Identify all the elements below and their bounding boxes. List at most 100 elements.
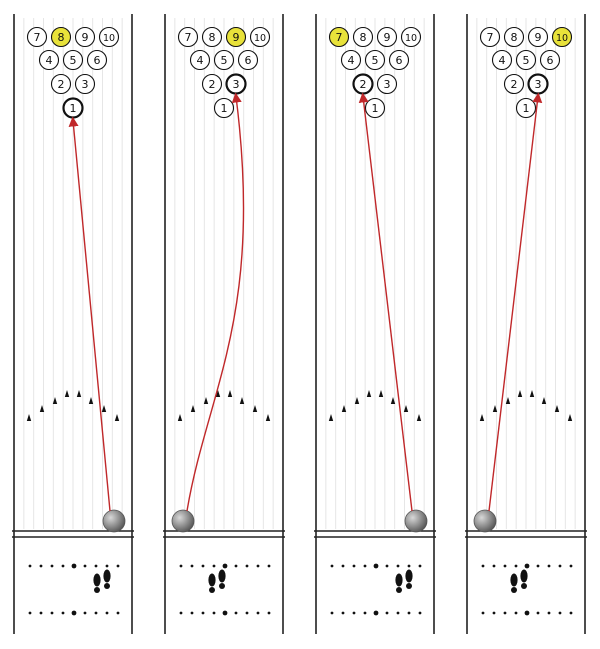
pin-label: 5 [70, 54, 77, 67]
pin-6 [539, 49, 561, 71]
approach-dot [547, 564, 551, 568]
pin-8 [201, 26, 223, 48]
pin-label: 2 [209, 78, 216, 91]
approach-dot [39, 564, 43, 568]
ball-path-arrow [186, 92, 245, 512]
footprint-heel [219, 583, 225, 589]
lane-target-arrow [416, 414, 422, 421]
bowling-ball [102, 509, 126, 533]
approach-dot [105, 564, 109, 568]
approach-dot [514, 564, 518, 568]
approach-dot [418, 564, 422, 568]
pin-label: 7 [34, 31, 41, 44]
approach-dot [492, 611, 496, 615]
footprint-heel [396, 587, 402, 593]
pin-label: 8 [511, 31, 518, 44]
approach-dot [481, 611, 485, 615]
approach-dot [503, 611, 507, 615]
pin-label: 10 [556, 33, 568, 44]
footprint-sole [395, 573, 403, 587]
lane-target-arrow [52, 397, 58, 404]
lane-target-arrow [529, 390, 535, 397]
pin-label: 8 [209, 31, 216, 44]
pin-9 [376, 26, 398, 48]
approach-dot [569, 611, 573, 615]
approach-dot [256, 611, 260, 615]
pin-label: 10 [405, 33, 417, 44]
pin-label: 10 [103, 33, 115, 44]
lane-target-arrow [341, 405, 347, 412]
pin-3 [74, 73, 96, 95]
approach-dot [352, 564, 356, 568]
pin-label: 3 [384, 78, 391, 91]
pin-2 [201, 73, 223, 95]
approach-dot [341, 564, 345, 568]
pin-label: 5 [523, 54, 530, 67]
lane-target-arrow [88, 397, 94, 404]
approach-dot [547, 611, 551, 615]
pin-label: 3 [535, 78, 542, 91]
lane-target-arrow [76, 390, 82, 397]
footprint-sole [520, 569, 528, 583]
approach-dot [61, 564, 65, 568]
lane-target-arrow [64, 390, 70, 397]
pin-4 [491, 49, 513, 71]
lane-target-arrow [567, 414, 573, 421]
approach-dot [28, 564, 32, 568]
pin-label: 9 [82, 31, 89, 44]
pin-5 [364, 49, 386, 71]
approach-dot [245, 611, 249, 615]
footprint-heel [209, 587, 215, 593]
pin-10 [249, 26, 271, 48]
approach-dot [363, 611, 367, 615]
lane-target-arrow [479, 414, 485, 421]
bowling-ball [404, 509, 428, 533]
pin-label: 7 [487, 31, 494, 44]
approach-dot [373, 610, 379, 616]
lane-target-arrow [403, 405, 409, 412]
footprint-sole [405, 569, 413, 583]
pin-7 [328, 26, 350, 48]
approach-dot [39, 611, 43, 615]
pin-7 [26, 26, 48, 48]
lane-target-arrow [517, 390, 523, 397]
approach-dot [524, 563, 530, 569]
approach-dot [481, 564, 485, 568]
pin-label: 8 [360, 31, 367, 44]
lane-target-arrow [390, 397, 396, 404]
approach-dot [105, 611, 109, 615]
pin-4 [38, 49, 60, 71]
approach-dot [363, 564, 367, 568]
lane-target-arrow [541, 397, 547, 404]
approach-dot [558, 564, 562, 568]
footprint-sole [510, 573, 518, 587]
lane-target-arrow [328, 414, 334, 421]
footprint-sole [208, 573, 216, 587]
approach-dot [94, 611, 98, 615]
pin-3 [376, 73, 398, 95]
pin-label: 6 [396, 54, 403, 67]
pin-9 [527, 26, 549, 48]
pin-label: 5 [372, 54, 379, 67]
lane-target-arrow [378, 390, 384, 397]
lane-target-arrow [492, 405, 498, 412]
approach-dot [179, 611, 183, 615]
pin-label: 10 [254, 33, 266, 44]
lane-target-arrow [39, 405, 45, 412]
approach-dot [407, 611, 411, 615]
approach-dot [190, 611, 194, 615]
pin-1 [364, 97, 386, 119]
approach-dot [201, 564, 205, 568]
pin-8 [503, 26, 525, 48]
lane-target-arrow [190, 405, 196, 412]
ball-path-arrow [68, 116, 111, 512]
pin-6 [388, 49, 410, 71]
approach-dot [61, 611, 65, 615]
pin-label: 9 [233, 31, 240, 44]
approach-dot [222, 610, 228, 616]
pin-label: 4 [197, 54, 204, 67]
bowling-ball [473, 509, 497, 533]
